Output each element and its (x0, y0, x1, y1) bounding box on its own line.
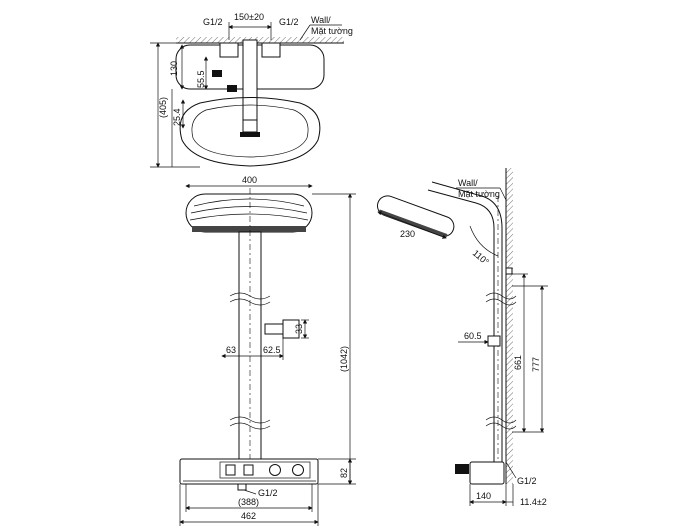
dim-140-label: 140 (476, 491, 491, 501)
dim-11-4-label: 11.4±2 (520, 497, 547, 507)
dim-62-5-label: 62.5 (263, 345, 281, 355)
wall-top-label: Wall/ (311, 15, 331, 25)
dim-777-label: 777 (531, 357, 541, 372)
flow-knob (292, 464, 304, 476)
dim-405-label: (405) (158, 97, 168, 118)
wall-side-vn-label: Mặt tường (458, 189, 500, 199)
dim-82-label: 82 (339, 468, 349, 478)
wall-hatch-top (176, 37, 344, 43)
top-view: G1/2 150±20 G1/2 Wall/ Mặt tường (405) 1… (150, 12, 353, 168)
dim-661-label: 661 (513, 355, 523, 370)
dim-462-label: 462 (241, 511, 256, 521)
thermostat-side (469, 461, 505, 485)
dim-388-label: (388) (238, 497, 259, 507)
wall-hatch-side (506, 168, 513, 484)
dim-25-4-label: 25.4 (172, 108, 182, 126)
showerhead-plan (179, 97, 321, 167)
wall-side-label: Wall/ (458, 178, 478, 188)
head-dia-label: 230 (400, 229, 415, 239)
bottom-g12-label: G1/2 (258, 488, 278, 498)
dim-63-label: 63 (226, 345, 236, 355)
dim-60-5-label: 60.5 (464, 331, 482, 341)
top-g12-right-label: G1/2 (279, 17, 299, 27)
front-view: 400 33 63 62.5 (1042) (179, 175, 356, 526)
wall-top-vn-label: Mặt tường (311, 26, 353, 36)
top-g12-left-label: G1/2 (203, 17, 223, 27)
top-spacing-label: 150±20 (234, 12, 264, 22)
shower-arm (427, 189, 495, 462)
dim-130-label: 130 (169, 61, 179, 76)
diverter-button-right (243, 464, 254, 476)
side-view: Wall/ Mặt tường 230 110° 60.5 661 (376, 168, 548, 507)
dim-33-label: 33 (294, 324, 304, 334)
head-width-label: 400 (242, 175, 257, 185)
temperature-knob (269, 464, 281, 476)
diverter-button-left (225, 464, 236, 476)
side-g12-label: G1/2 (517, 476, 537, 486)
dim-55-5-label: 55.5 (196, 70, 206, 88)
showerhead-side (376, 195, 455, 238)
dim-1042-label: (1042) (339, 346, 349, 372)
